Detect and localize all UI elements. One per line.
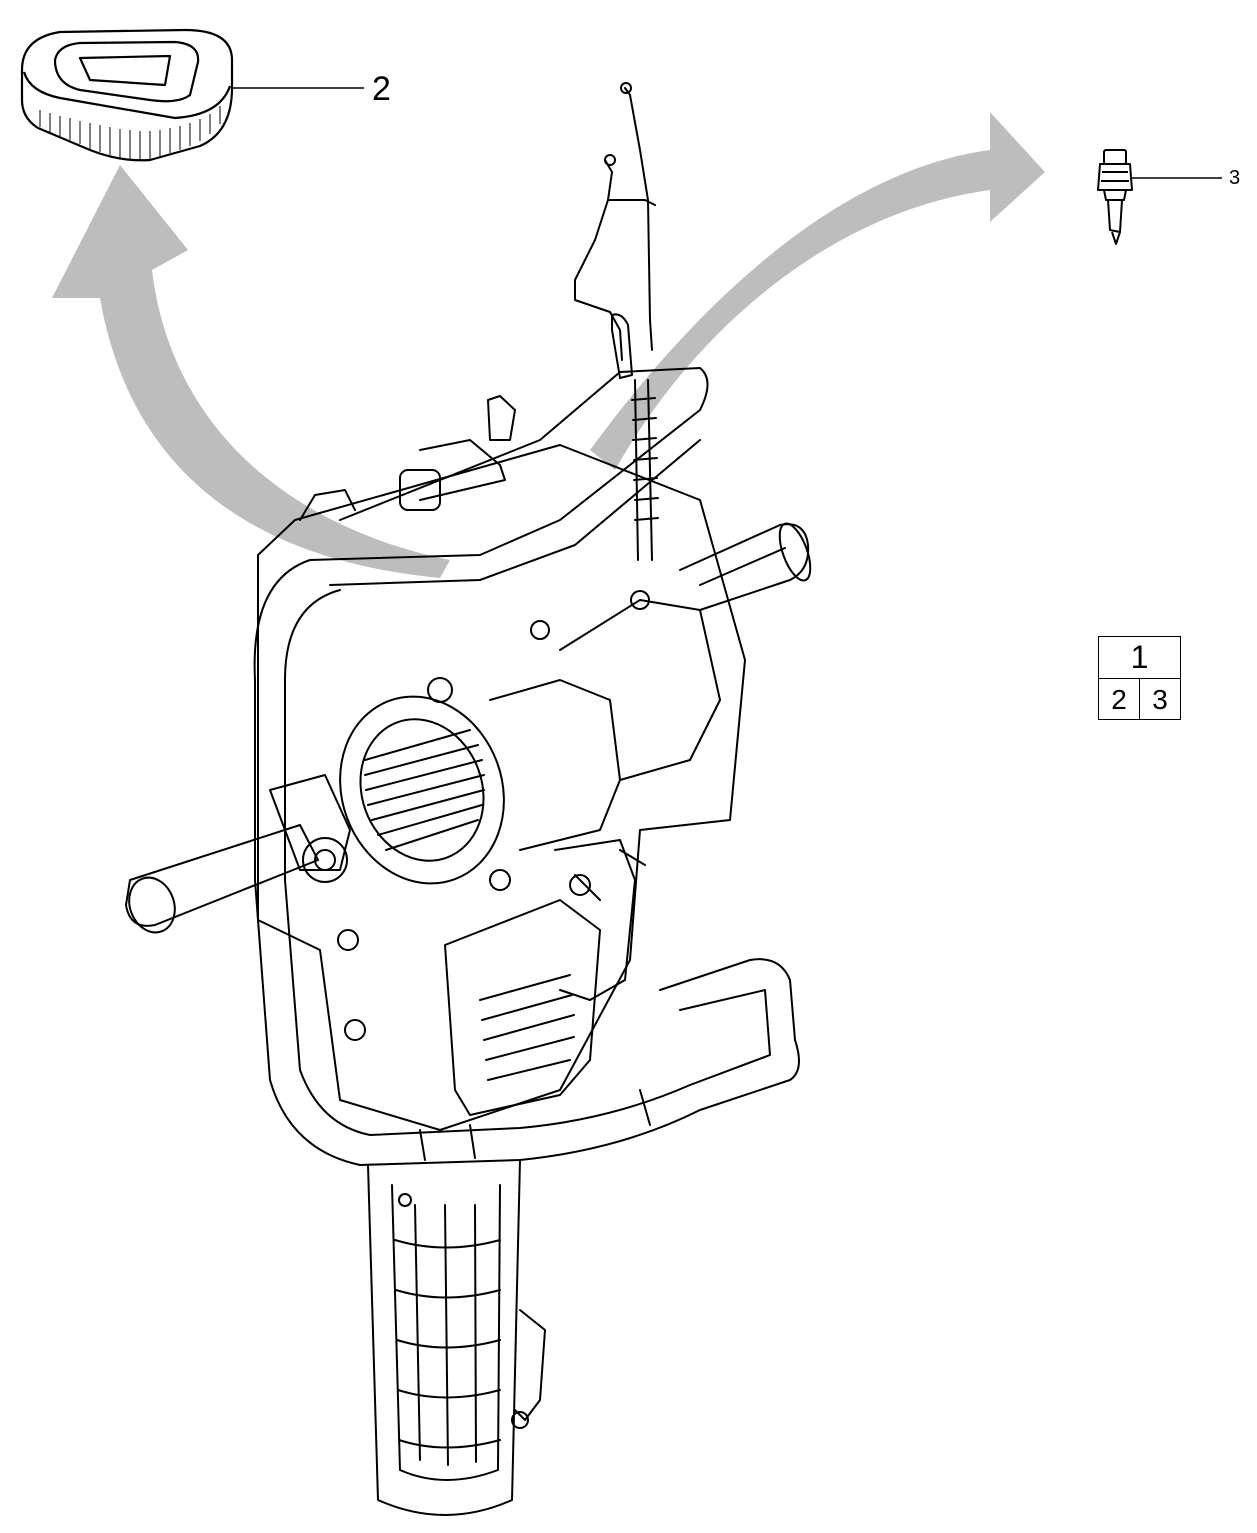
front-handle-bar — [253, 367, 800, 1166]
side-handle-right — [679, 522, 812, 611]
engine-block — [257, 395, 746, 1131]
bolts — [337, 590, 650, 1041]
assembly-legend: 1 2 3 — [1098, 636, 1181, 720]
cylinder-cover — [339, 599, 721, 885]
legend-parts-row: 2 3 — [1099, 679, 1180, 720]
spark-plug-icon — [1097, 149, 1222, 245]
side-handle-left — [125, 774, 351, 934]
throttle-cables — [574, 82, 659, 561]
legend-part-number: 2 — [1111, 683, 1127, 715]
air-filter-icon — [20, 28, 364, 162]
rear-handle — [367, 1159, 546, 1516]
callout-label-part-3: 3 — [1229, 167, 1241, 189]
removal-arrows — [52, 112, 1045, 578]
legend-assembly-number: 1 — [1099, 637, 1180, 679]
muffler — [444, 839, 646, 1116]
arrow-left-air-filter — [52, 165, 450, 578]
arrow-right-spark-plug — [590, 112, 1045, 470]
callout-label-part-2: 2 — [372, 70, 391, 108]
legend-part-number: 3 — [1139, 679, 1180, 720]
power-cutter-machine — [125, 82, 812, 1516]
